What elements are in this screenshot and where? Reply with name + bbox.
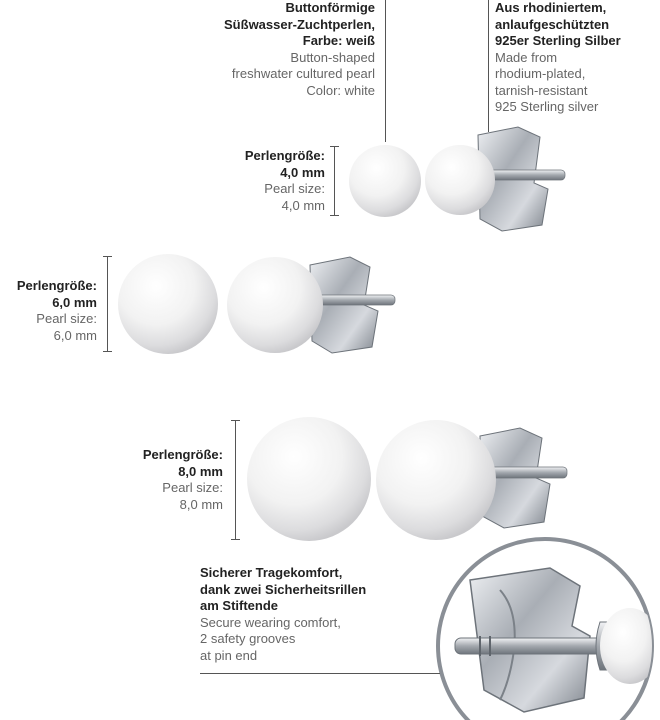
size-8mm-de-label: Perlengröße: [142, 447, 223, 462]
earring-8mm-side [376, 420, 568, 540]
comfort-de-line3: am Stiftende [200, 598, 279, 613]
silver-en-line4: 925 Sterling silver [495, 99, 599, 114]
size-8mm-en-value: 8,0 mm [179, 496, 223, 512]
size-8mm-de-value: 8,0 mm [178, 463, 223, 479]
size-4mm-de-value: 4,0 mm [280, 164, 325, 180]
comfort-en-line2: 2 safety grooves [200, 631, 296, 646]
pearl-en-line2: freshwater cultured pearl [231, 66, 375, 81]
bracket-8mm [235, 420, 236, 540]
bracket-8mm-bottom [231, 539, 240, 540]
pearl-en-line1: Button-shaped [290, 49, 375, 65]
bracket-8mm-top [231, 420, 240, 421]
silver-de-line1: Aus rhodiniertem, [495, 0, 607, 15]
silver-en-line2: rhodium-plated, [495, 66, 586, 81]
comfort-de-line1: Sicherer Tragekomfort, [200, 565, 343, 580]
size-6mm-en-value: 6,0 mm [53, 327, 97, 343]
size-6mm-de-value: 6,0 mm [52, 294, 97, 310]
silver-pointer-line [488, 0, 489, 132]
bracket-4mm [334, 146, 335, 216]
safety-groove-detail [436, 537, 654, 720]
comfort-pointer-line [200, 673, 440, 674]
pearl-de-line3: Farbe: weiß [302, 33, 375, 48]
size-label-8mm: Perlengröße: 8,0 mm Pearl size: 8,0 mm [143, 447, 223, 513]
size-8mm-en-label: Pearl size: [162, 480, 223, 495]
comfort-de-line2: dank zwei Sicherheitsrillen [200, 581, 367, 597]
pearl-4mm-front [349, 145, 421, 217]
bracket-6mm [107, 256, 108, 352]
earring-6mm-side [227, 256, 396, 354]
size-4mm-en-label: Pearl size: [264, 181, 325, 196]
size-4mm-de-label: Perlengröße: [244, 148, 325, 163]
size-6mm-de-label: Perlengröße: [16, 278, 97, 293]
size-label-6mm: Perlengröße: 6,0 mm Pearl size: 6,0 mm [17, 278, 97, 344]
pearl-de-line1: Buttonförmige [285, 0, 375, 15]
size-label-4mm: Perlengröße: 4,0 mm Pearl size: 4,0 mm [245, 148, 325, 214]
silver-en-line3: tarnish-resistant [495, 82, 588, 98]
silver-en-line1: Made from [495, 49, 558, 65]
bracket-4mm-bottom [330, 215, 339, 216]
pearl-en-line3: Color: white [306, 82, 375, 98]
silver-de-line2: anlaufgeschützten [495, 16, 610, 32]
pearl-8mm-front [247, 417, 371, 541]
comfort-description: Sicherer Tragekomfort, dank zwei Sicherh… [200, 565, 366, 664]
bracket-4mm-top [330, 146, 339, 147]
silver-description: Aus rhodiniertem, anlaufgeschützten 925e… [495, 0, 621, 116]
size-6mm-en-label: Pearl size: [36, 311, 97, 326]
size-4mm-en-value: 4,0 mm [281, 197, 325, 213]
comfort-en-line3: at pin end [200, 647, 258, 663]
pearl-pointer-line [385, 0, 386, 142]
bracket-6mm-bottom [103, 351, 112, 352]
comfort-en-line1: Secure wearing comfort, [200, 614, 341, 630]
silver-de-line3: 925er Sterling Silber [495, 33, 621, 48]
earring-4mm-side [425, 126, 566, 232]
bracket-6mm-top [103, 256, 112, 257]
pearl-description: Buttonförmige Süßwasser-Zuchtperlen, Far… [224, 0, 375, 99]
pearl-de-line2: Süßwasser-Zuchtperlen, [224, 16, 375, 32]
pearl-6mm-front [118, 254, 218, 354]
